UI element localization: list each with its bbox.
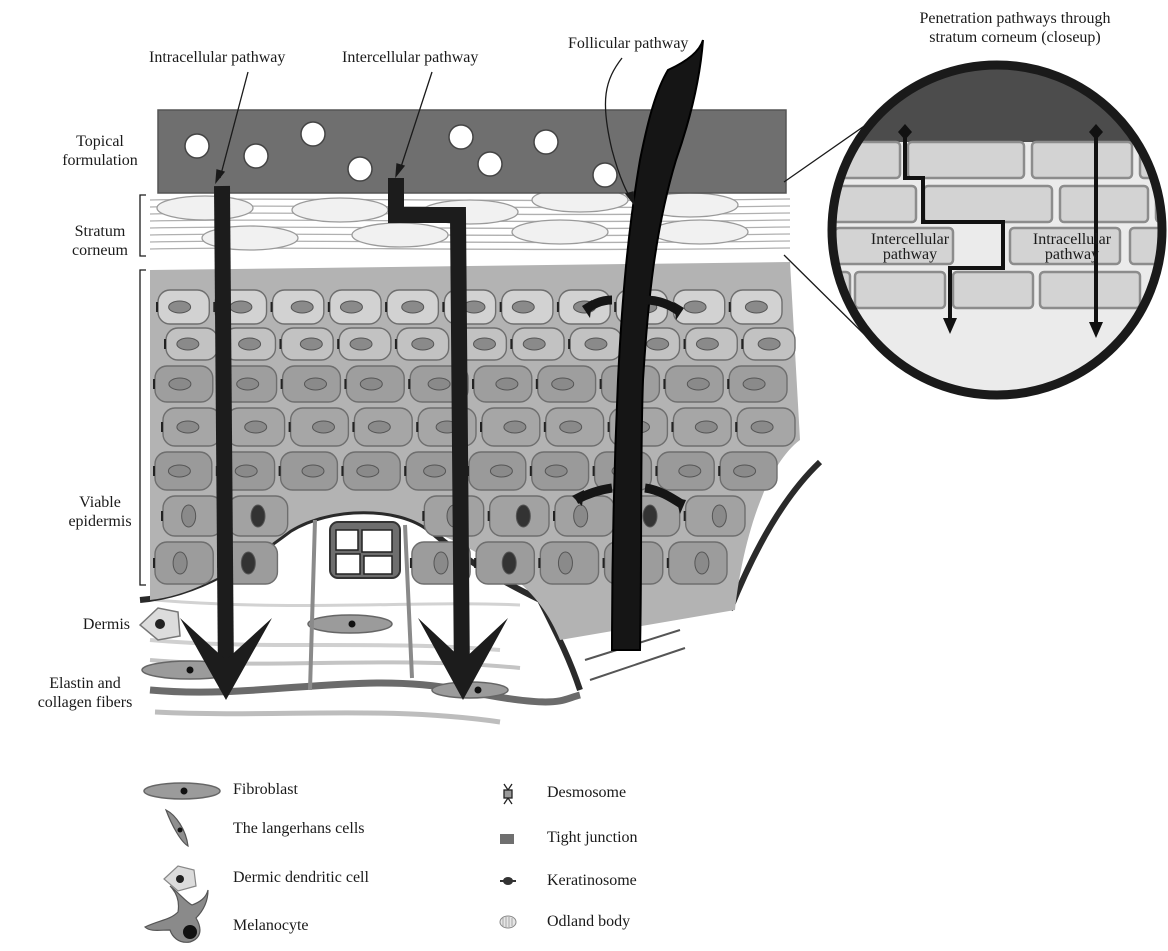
- legend-keratinosome: Keratinosome: [547, 872, 637, 890]
- closeup-intercellular-line1: Intercellular: [850, 232, 970, 247]
- stratum-corneum-layer: [150, 188, 790, 256]
- closeup-intracellular-label: Intracellular pathway: [1012, 232, 1132, 262]
- legend-odland: Odland body: [547, 913, 630, 931]
- legend-icons: [144, 783, 516, 942]
- stratum-line1: Stratum: [50, 222, 150, 241]
- legend-tight-junction: Tight junction: [547, 829, 638, 847]
- closeup-intercellular-label: Intercellular pathway: [850, 232, 970, 262]
- stratum-line2: corneum: [50, 241, 150, 260]
- closeup-title: Penetration pathways through stratum cor…: [870, 9, 1160, 47]
- stratum-corneum-label: Stratum corneum: [50, 222, 150, 260]
- intercellular-pathway-label: Intercellular pathway: [342, 48, 478, 67]
- melanocyte-icon: [145, 886, 208, 942]
- desmosome-icon: [504, 784, 512, 804]
- keratinosome-icon: [500, 877, 516, 885]
- viable-line1: Viable: [50, 493, 150, 512]
- elastin-collagen-label: Elastin and collagen fibers: [20, 674, 150, 712]
- legend-langerhans: The langerhans cells: [233, 820, 365, 838]
- closeup-circle: [820, 60, 1168, 395]
- closeup-title-line2: stratum corneum (closeup): [870, 28, 1160, 47]
- dermis-label: Dermis: [30, 615, 130, 634]
- closeup-title-line1: Penetration pathways through: [870, 9, 1160, 28]
- closeup-intracellular-line1: Intracellular: [1012, 232, 1132, 247]
- legend-fibroblast: Fibroblast: [233, 781, 298, 799]
- topical-formulation-layer: [158, 110, 786, 193]
- intracellular-pathway-label: Intracellular pathway: [149, 48, 285, 67]
- viable-line2: epidermis: [50, 512, 150, 531]
- elastin-line2: collagen fibers: [20, 693, 150, 712]
- closeup-intracellular-line2: pathway: [1012, 247, 1132, 262]
- follicular-pathway-label: Follicular pathway: [568, 34, 688, 53]
- elastin-line1: Elastin and: [20, 674, 150, 693]
- dermic-dendritic-cell-icon: [164, 866, 196, 891]
- topical-formulation-label: Topical formulation: [50, 132, 150, 170]
- topical-line1: Topical: [50, 132, 150, 151]
- fibroblast-icon: [144, 783, 220, 799]
- viable-epidermis-label: Viable epidermis: [50, 493, 150, 531]
- odland-body-icon: [500, 916, 516, 928]
- topical-line2: formulation: [50, 151, 150, 170]
- legend-melanocyte: Melanocyte: [233, 917, 309, 935]
- langerhans-cell-icon: [166, 810, 188, 846]
- viable-epidermis-cells: [150, 262, 800, 640]
- closeup-intercellular-line2: pathway: [850, 247, 970, 262]
- tight-junction-icon: [500, 834, 514, 844]
- legend-desmosome: Desmosome: [547, 784, 626, 802]
- legend-dendritic: Dermic dendritic cell: [233, 869, 369, 887]
